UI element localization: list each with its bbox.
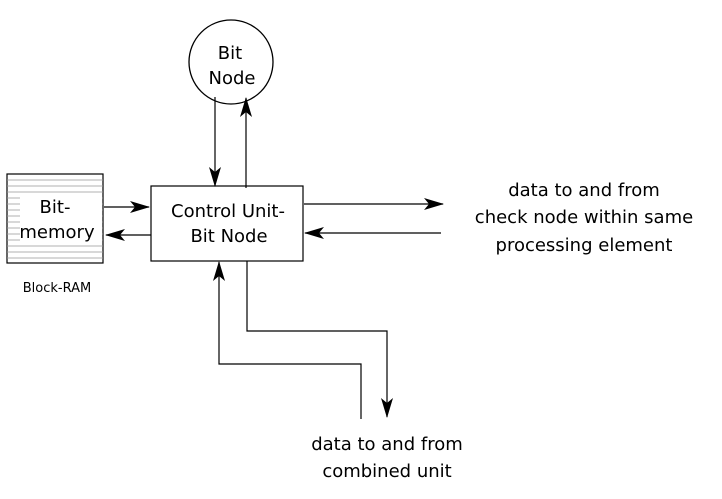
check-node-io-line3: processing element — [496, 235, 673, 256]
combined-unit-io-label: data to and from combined unit — [311, 434, 463, 482]
arrow-control-to-combined — [246, 261, 393, 418]
bit-node-label-line2: Node — [209, 68, 256, 89]
bit-memory-label-line1: Bit- — [40, 197, 71, 218]
check-node-io-label: data to and from check node within same … — [475, 180, 693, 256]
bit-memory-block: Bit- memory Block-RAM — [6, 173, 104, 296]
control-unit-label-line1: Control Unit- — [171, 201, 285, 222]
arrow-combined-to-control — [213, 261, 362, 419]
bit-node-label-line1: Bit — [218, 43, 242, 64]
check-node-io-line1: data to and from — [508, 180, 660, 201]
control-unit-label-line2: Bit Node — [190, 226, 267, 247]
bit-node-circle — [188, 19, 274, 105]
connections — [104, 97, 444, 419]
check-node-io-line2: check node within same — [475, 207, 693, 228]
bit-memory-label-bg — [20, 193, 102, 243]
combined-unit-io-line1: data to and from — [311, 434, 463, 455]
control-unit-box — [150, 185, 304, 262]
bit-node: Bit Node — [188, 19, 274, 105]
control-unit: Control Unit- Bit Node — [150, 185, 304, 262]
combined-unit-io-line2: combined unit — [322, 461, 451, 482]
block-ram-caption: Block-RAM — [23, 281, 91, 296]
bit-memory-label-line2: memory — [19, 222, 95, 243]
